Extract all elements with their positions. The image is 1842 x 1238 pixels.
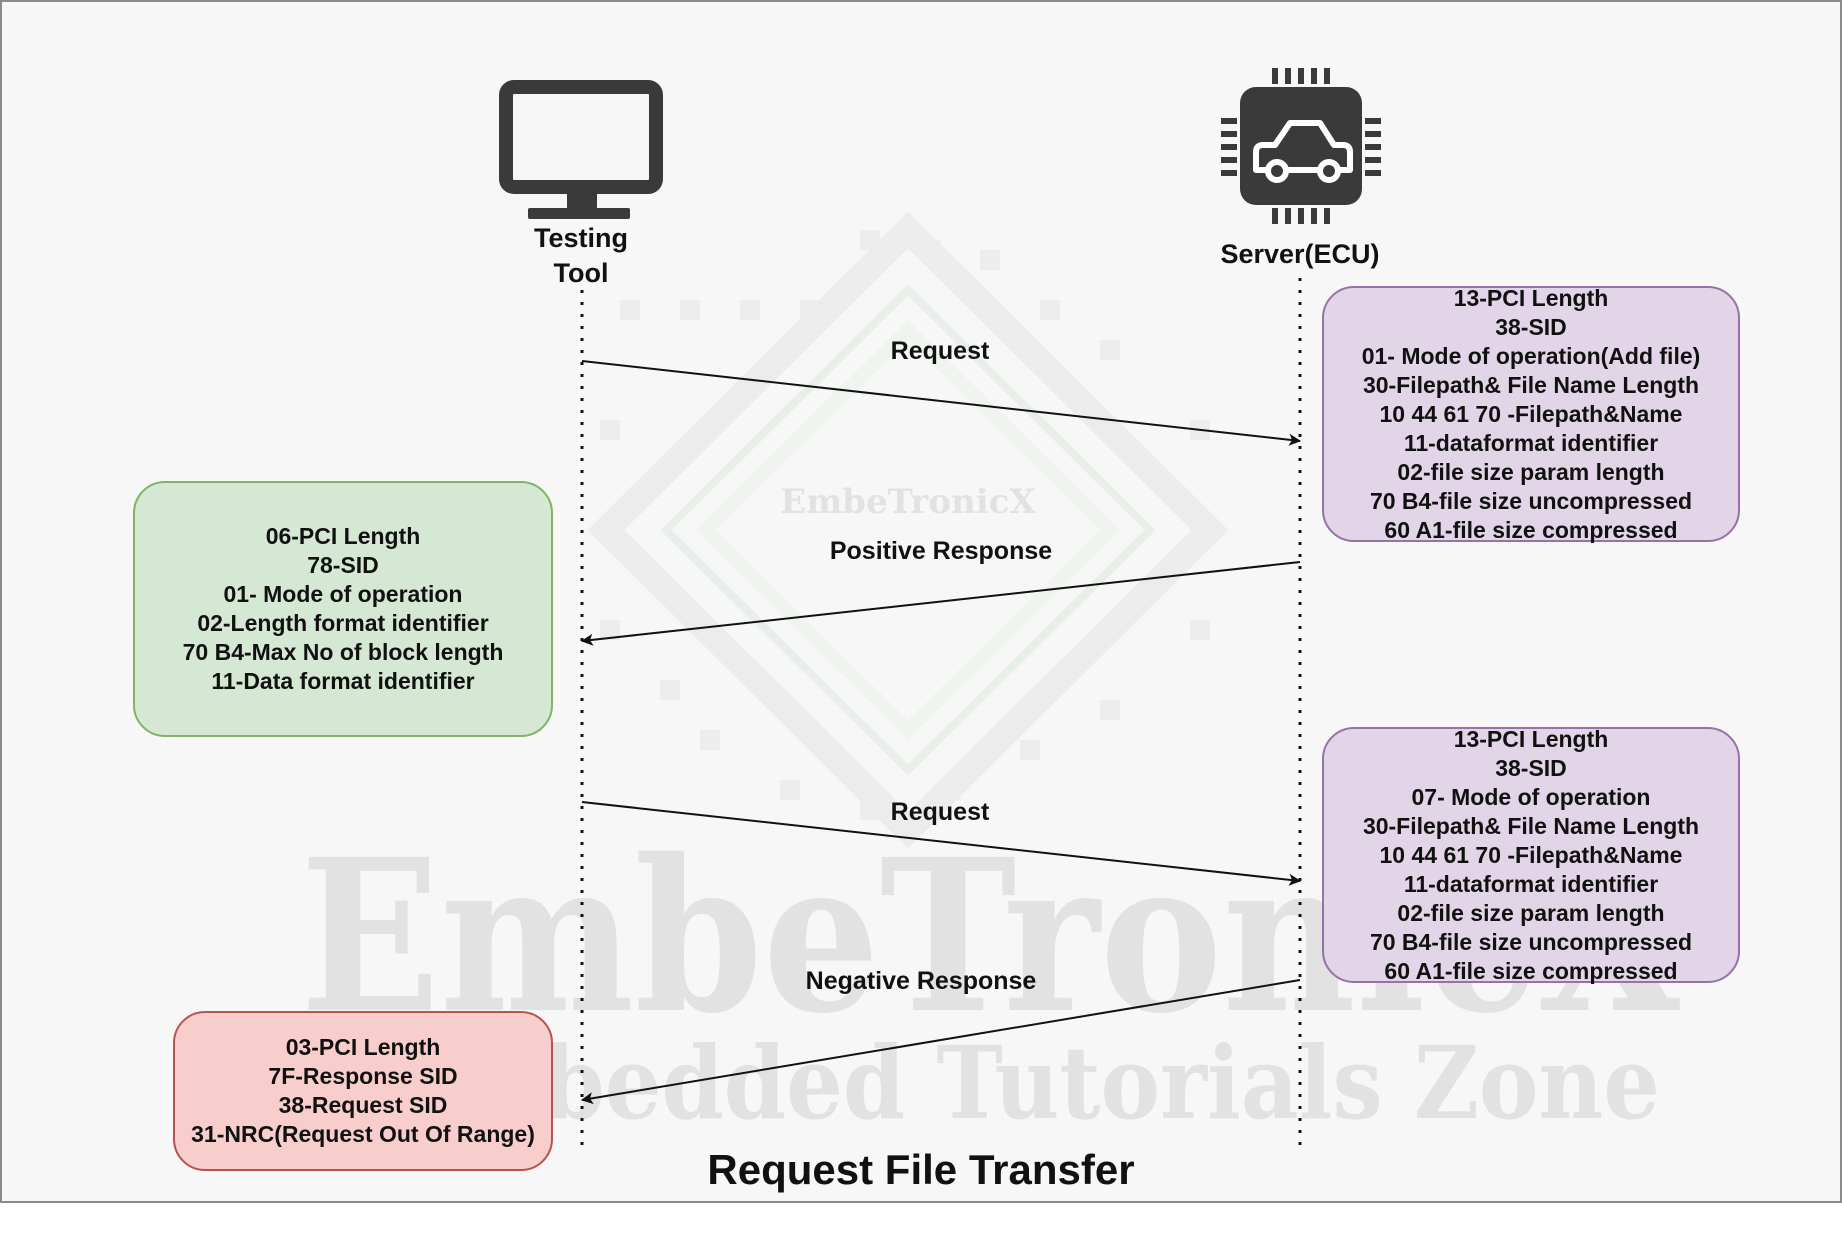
frame-line: 38-Request SID	[278, 1092, 448, 1118]
positive-response-label: Positive Response	[829, 537, 1053, 565]
client-label-line1: Testing	[534, 223, 628, 253]
request-label-2: Request	[890, 798, 990, 826]
frame-line: 03-PCI Length	[285, 1034, 441, 1060]
frame-line: 13-PCI Length	[1453, 284, 1609, 311]
frame-line: 02-Length format identifier	[197, 610, 489, 636]
frame-line: 38-SID	[1495, 313, 1567, 340]
frame-line: 11-dataformat identifier	[1403, 870, 1659, 897]
request-arrow-2	[581, 801, 1301, 886]
frame-line: 60 A1-file size compressed	[1384, 957, 1678, 984]
car-chip-icon	[1221, 68, 1381, 224]
frame-line: 38-SID	[1495, 754, 1567, 781]
frame-line: 78-SID	[307, 552, 379, 578]
request-frame-box-1: 13-PCI Length 38-SID 01- Mode of operati…	[1322, 284, 1740, 543]
frame-line: 70 B4-file size uncompressed	[1369, 928, 1693, 955]
frame-line: 11-dataformat identifier	[1403, 429, 1659, 456]
frame-line: 70 B4-Max No of block length	[182, 639, 504, 665]
server-actor-label: Server(ECU)	[1220, 239, 1380, 269]
frame-line: 30-Filepath& File Name Length	[1362, 371, 1700, 398]
watermark-tagline: Embedded Tutorials Zone	[380, 1024, 1660, 1142]
frame-line: 01- Mode of operation	[223, 581, 463, 607]
frame-line: 70 B4-file size uncompressed	[1369, 487, 1693, 514]
frame-line: 31-NRC(Request Out Of Range)	[191, 1121, 535, 1147]
frame-line: 10 44 61 70 -Filepath&Name	[1379, 400, 1683, 427]
negative-response-frame-box: 03-PCI Length 7F-Response SID 38-Request…	[173, 1011, 553, 1171]
watermark-brand: EmbeTronicX	[780, 482, 1036, 522]
frame-line: 30-Filepath& File Name Length	[1362, 812, 1700, 839]
request-frame-box-2: 13-PCI Length 38-SID 07- Mode of operati…	[1322, 725, 1740, 984]
frame-line: 7F-Response SID	[268, 1063, 458, 1089]
frame-line: 11-Data format identifier	[211, 668, 475, 694]
diagram-title: Request File Transfer	[707, 1146, 1135, 1193]
negative-response-arrow	[581, 979, 1301, 1105]
monitor-icon	[499, 80, 663, 219]
frame-line: 60 A1-file size compressed	[1384, 516, 1678, 543]
frame-line: 07- Mode of operation	[1411, 783, 1651, 810]
frame-line: 02-file size param length	[1397, 899, 1665, 926]
negative-response-label: Negative Response	[805, 967, 1037, 995]
frame-line: 01- Mode of operation(Add file)	[1361, 342, 1701, 369]
watermark-chip-logo	[587, 211, 1229, 849]
client-actor-label: Testing Tool	[534, 221, 628, 291]
request-arrow-1	[581, 360, 1301, 446]
frame-line: 13-PCI Length	[1453, 725, 1609, 752]
client-label-line2: Tool	[553, 258, 609, 288]
frame-line: 06-PCI Length	[265, 523, 421, 549]
frame-line: 10 44 61 70 -Filepath&Name	[1379, 841, 1683, 868]
positive-response-arrow	[581, 561, 1301, 646]
request-label-1: Request	[890, 337, 990, 365]
frame-line: 02-file size param length	[1397, 458, 1665, 485]
positive-response-frame-box: 06-PCI Length 78-SID 01- Mode of operati…	[133, 481, 553, 737]
